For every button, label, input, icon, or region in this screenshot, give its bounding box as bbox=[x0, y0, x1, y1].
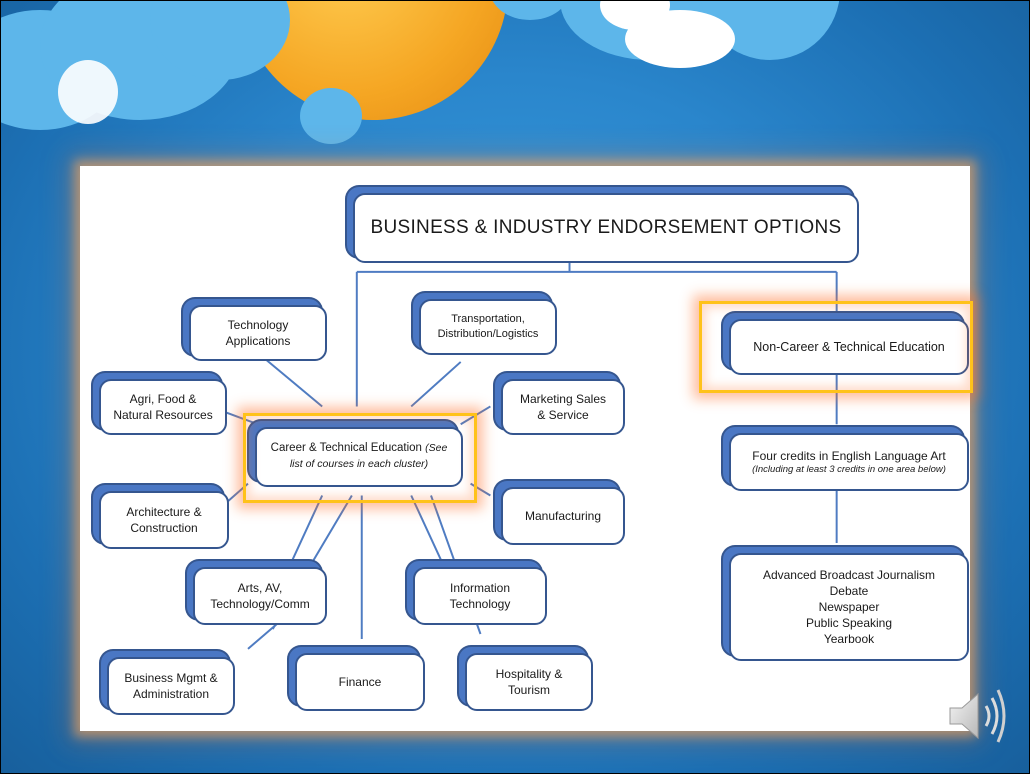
box-transportation: Transportation, Distribution/Logistics bbox=[419, 299, 557, 355]
english-credits-label: Four credits in English Language Art bbox=[752, 448, 946, 463]
box-agri: Agri, Food & Natural Resources bbox=[99, 379, 227, 435]
cloud-shape bbox=[490, 0, 570, 20]
box-technology-applications: Technology Applications bbox=[189, 305, 327, 361]
highlight-non-cte bbox=[699, 301, 973, 393]
box-career-technical-education: Career & Technical Education (See list o… bbox=[255, 427, 463, 487]
course-item: Newspaper bbox=[818, 599, 880, 614]
box-arts: Arts, AV, Technology/Comm bbox=[193, 567, 327, 625]
cloud-highlight bbox=[58, 60, 118, 124]
course-item: Yearbook bbox=[823, 632, 875, 647]
course-item: Public Speaking bbox=[805, 616, 893, 631]
box-course-list: Advanced Broadcast Journalism Debate New… bbox=[729, 553, 969, 661]
box-non-career-technical-education: Non-Career & Technical Education bbox=[729, 319, 969, 375]
box-architecture: Architecture & Construction bbox=[99, 491, 229, 549]
box-marketing: Marketing Sales & Service bbox=[501, 379, 625, 435]
speaker-icon[interactable] bbox=[946, 686, 1010, 746]
course-item: Debate bbox=[829, 583, 869, 598]
box-finance: Finance bbox=[295, 653, 425, 711]
box-hospitality: Hospitality & Tourism bbox=[465, 653, 593, 711]
diagram-panel: BUSINESS & INDUSTRY ENDORSEMENT OPTIONS … bbox=[80, 166, 973, 731]
connector-lines bbox=[222, 262, 838, 650]
cte-note: (See list of courses in each cluster) bbox=[289, 442, 448, 470]
box-english-credits: Four credits in English Language Art (In… bbox=[729, 433, 969, 491]
course-item: Advanced Broadcast Journalism bbox=[762, 567, 936, 582]
english-credits-note: (Including at least 3 credits in one are… bbox=[752, 463, 946, 475]
box-information-technology: Information Technology bbox=[413, 567, 547, 625]
cloud-shape bbox=[300, 88, 362, 144]
box-business-mgmt: Business Mgmt & Administration bbox=[107, 657, 235, 715]
cte-label: Career & Technical Education bbox=[270, 442, 422, 455]
highlight-cte bbox=[243, 413, 477, 503]
box-manufacturing: Manufacturing bbox=[501, 487, 625, 545]
diagram-title: BUSINESS & INDUSTRY ENDORSEMENT OPTIONS bbox=[353, 193, 859, 263]
